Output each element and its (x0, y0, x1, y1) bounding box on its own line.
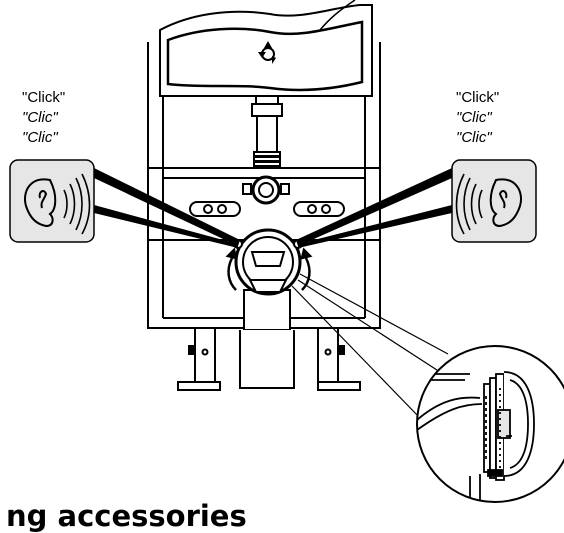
ear-icon (24, 178, 57, 228)
zoom-leaders (291, 273, 449, 419)
waste-connector (233, 228, 303, 389)
recycle-icon (258, 41, 276, 64)
fixing-plates (189, 201, 345, 217)
sound-text: "Click" (22, 89, 66, 106)
section-heading: ng accessories (6, 499, 247, 533)
sound-label-right: "Click" "Clic" "Clic" (456, 88, 499, 148)
curved-arrow-icon (225, 247, 313, 291)
ear-box-left (9, 159, 95, 243)
sound-text: "Clic" (456, 109, 492, 126)
sound-text: "Click" (456, 89, 500, 106)
ear-icon (489, 178, 522, 228)
flush-pipe (251, 95, 283, 167)
sound-waves-icon (455, 173, 483, 235)
sound-label-left: "Click" "Clic" "Clic" (22, 88, 65, 148)
sound-text: "Clic" (22, 129, 58, 146)
zoom-detail (416, 345, 564, 503)
legs (177, 327, 361, 391)
sound-beams (94, 168, 452, 248)
cistern (159, 0, 373, 97)
sound-text: "Clic" (22, 109, 58, 126)
sound-waves-icon (63, 173, 91, 235)
sound-text: "Clic" (456, 129, 492, 146)
central-fitting (242, 175, 290, 205)
ear-box-right (451, 159, 537, 243)
